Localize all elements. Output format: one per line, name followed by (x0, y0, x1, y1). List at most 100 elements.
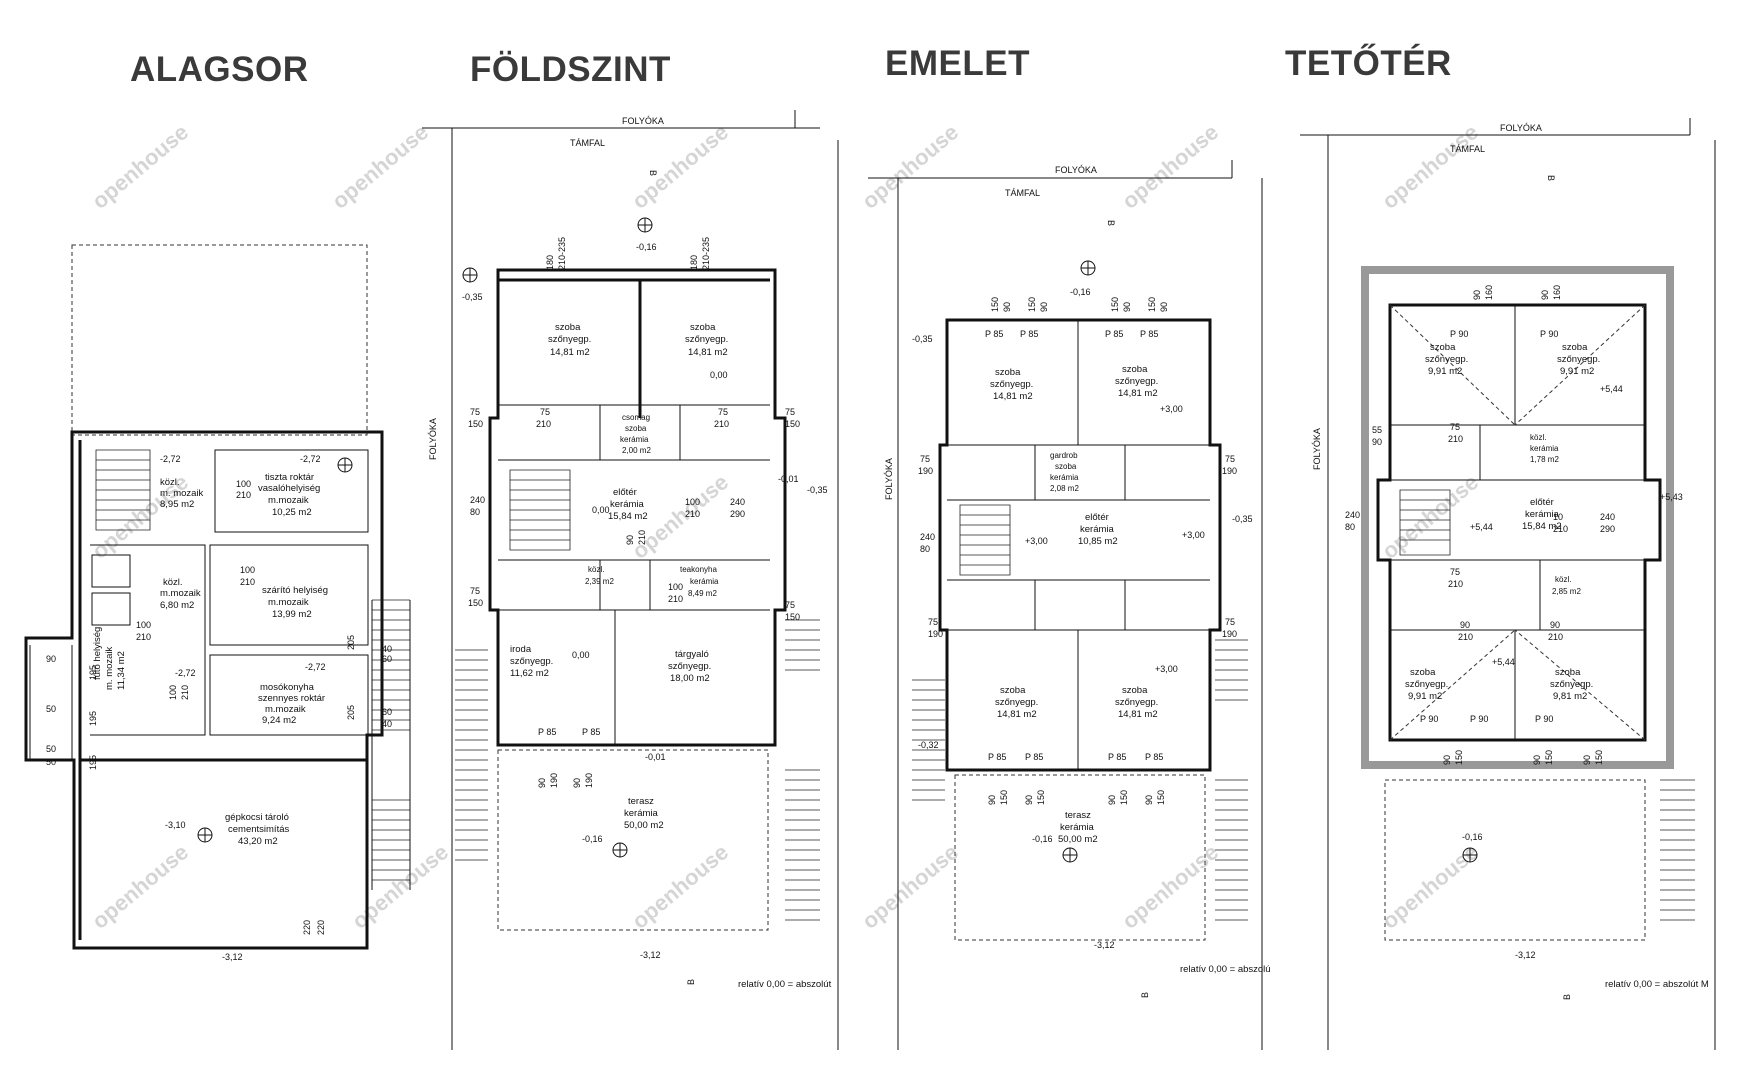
room-area: 14,81 m2 (688, 347, 728, 358)
dimension: 90 (1107, 795, 1117, 805)
room-area: 8,49 m2 (688, 589, 717, 598)
room-name: szoba (1000, 685, 1026, 696)
dimension: 75 (785, 600, 795, 610)
level-marker-icon (462, 267, 478, 283)
level-mark: -0,16 (582, 834, 603, 844)
relativ-note: relatív 0,00 = abszolút M (1605, 979, 1709, 990)
room-area: 14,81 m2 (997, 709, 1037, 720)
room-floor: m.mozaik (160, 588, 201, 599)
room-floor: kerámia (1060, 822, 1095, 833)
dimension: 90 (1582, 755, 1592, 765)
watermark: openhouse (857, 119, 963, 214)
level-mark: -3,10 (165, 820, 186, 830)
level-mark: +3,00 (1155, 664, 1178, 674)
dimension: 75 (1225, 454, 1235, 464)
level-marker-icon (612, 842, 628, 858)
dimension: 40 (382, 644, 392, 654)
dimension: 195 (88, 665, 98, 680)
dimension: 100 (685, 497, 700, 507)
room-floor: szőnyegp. (1115, 376, 1158, 387)
level-mark: -0,01 (778, 474, 799, 484)
dimension: 210 (714, 419, 729, 429)
folyoka-label: FOLYÓKA (622, 116, 664, 126)
dimension: P 85 (1108, 752, 1126, 762)
section-mark: B (648, 170, 658, 176)
level-mark: -3,12 (222, 952, 243, 962)
watermark: openhouse (1377, 839, 1483, 934)
heading-foldszint: FÖLDSZINT (470, 50, 671, 89)
room-floor: kerámia (1525, 509, 1560, 520)
level-mark: -0,16 (1462, 832, 1483, 842)
level-mark: 0,00 (572, 650, 590, 660)
room-area: 10,25 m2 (272, 507, 312, 518)
dimension: 60 (382, 707, 392, 717)
room-floor: szőnyegp. (1557, 354, 1600, 365)
room-area: 18,00 m2 (670, 673, 710, 684)
dimension: 90 (1372, 437, 1382, 447)
room-floor: m.mozaik (268, 597, 309, 608)
room-area: 11,62 m2 (510, 668, 549, 679)
dimension: 90 (1540, 290, 1550, 300)
room-area: 14,81 m2 (993, 391, 1033, 402)
dimension: 210-235 (557, 237, 567, 270)
room-name: szoba (1555, 667, 1581, 678)
level-mark: -0,16 (1032, 834, 1053, 844)
room-floor: kerámia (1080, 524, 1115, 535)
room-name: gardrob (1050, 451, 1078, 460)
room-area: 2,00 m2 (622, 446, 651, 455)
dimension: 220 (302, 920, 312, 935)
dimension: 190 (918, 466, 933, 476)
room-floor: kerámia (1530, 444, 1559, 453)
dimension: 150 (1544, 750, 1554, 765)
dimension: 100 (168, 685, 178, 700)
room-name: szoba (1122, 364, 1148, 375)
room-name: szoba (1055, 462, 1077, 471)
room-floor: m.mozaik (268, 495, 309, 506)
room-name: közl. (163, 577, 183, 588)
dimension: 150 (468, 598, 483, 608)
level-mark: -2,72 (305, 662, 326, 672)
section-mark: B (1546, 175, 1556, 181)
tamfal-label: TÁMFAL (570, 138, 605, 148)
dimension: 75 (540, 407, 550, 417)
room-name: közl. (160, 477, 180, 488)
dimension: 240 (1600, 512, 1615, 522)
dimension: 150 (1110, 297, 1120, 312)
room-name: szoba (1122, 685, 1148, 696)
room-name: szoba (1562, 342, 1588, 353)
section-mark: B (1140, 992, 1150, 998)
room-floor: kerámia (620, 435, 649, 444)
dimension: 75 (1225, 617, 1235, 627)
dimension: P 90 (1535, 714, 1553, 724)
room-name: tárgyaló (675, 649, 709, 660)
dimension: P 90 (1450, 329, 1468, 339)
dimension: 50 (46, 744, 56, 754)
dimension: 75 (1450, 422, 1460, 432)
dimension: 150 (1454, 750, 1464, 765)
dimension: 90 (1532, 755, 1542, 765)
level-marker-icon (1462, 847, 1478, 863)
dimension: 290 (730, 509, 745, 519)
dimension: 150 (999, 790, 1009, 805)
room-area: 14,81 m2 (1118, 709, 1158, 720)
room-area: 15,84 m2 (1522, 521, 1562, 532)
level-mark: -0,35 (807, 485, 828, 495)
room-name: terasz (1065, 810, 1091, 821)
dimension: P 85 (1020, 329, 1038, 339)
dimension: 75 (928, 617, 938, 627)
dimension: 150 (1147, 297, 1157, 312)
dimension: 80 (1345, 522, 1355, 532)
watermark: openhouse (1377, 119, 1483, 214)
dimension: 210 (1553, 524, 1568, 534)
dimension: 150 (1594, 750, 1604, 765)
dimension: 75 (470, 586, 480, 596)
room-name: szoba (995, 367, 1021, 378)
dimension: 90 (1472, 290, 1482, 300)
dimension: 90 (1460, 620, 1470, 630)
dimension: P 85 (1105, 329, 1123, 339)
dimension: P 85 (1145, 752, 1163, 762)
dimension: 75 (470, 407, 480, 417)
heading-tetoter: TETŐTÉR (1285, 44, 1452, 83)
level-mark: -0,01 (645, 752, 666, 762)
room-name: fűtő helyiség (92, 627, 103, 680)
